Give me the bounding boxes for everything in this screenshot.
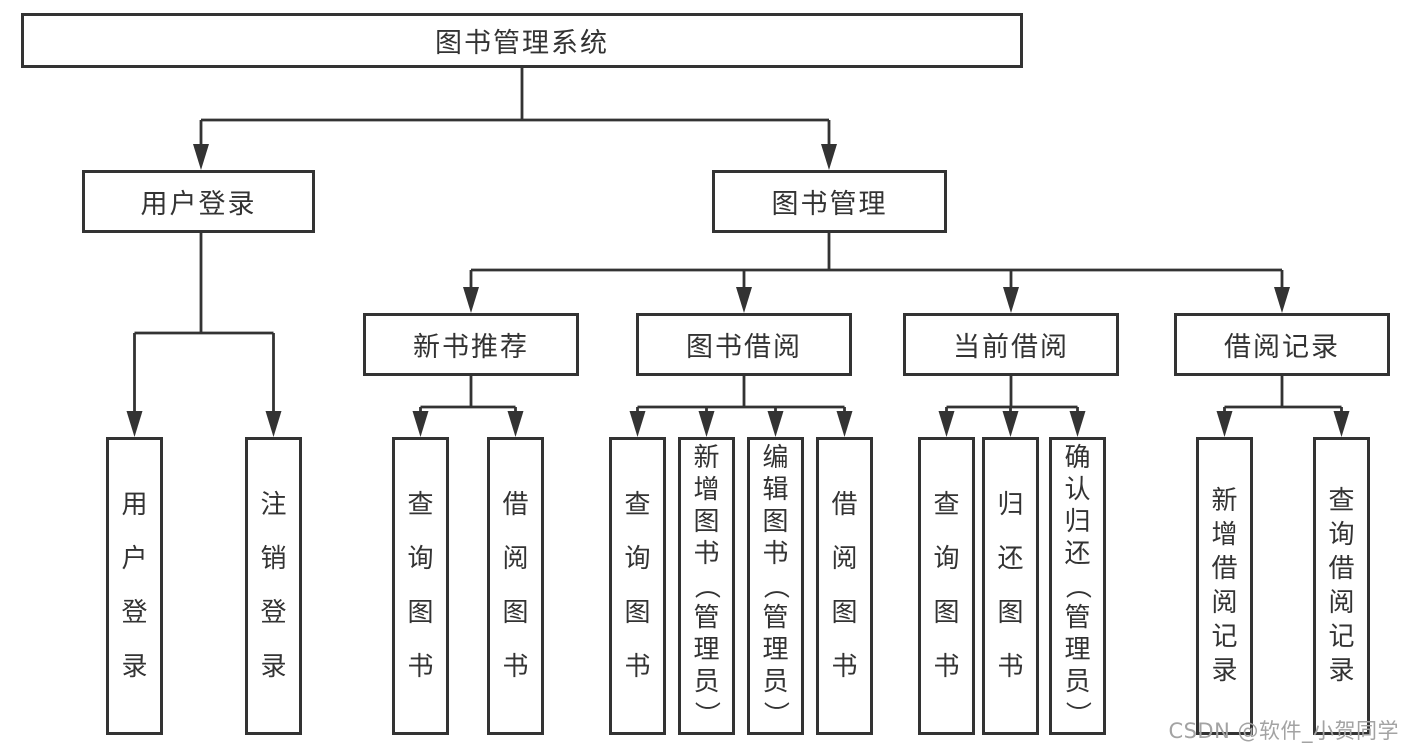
connector-root-to-level2: [193, 68, 837, 170]
connector-new-book-to-leaves: [412, 376, 524, 437]
arrowhead-icon: [836, 411, 853, 437]
connector-user-login-to-leaves: [126, 233, 282, 437]
arrowhead-icon: [767, 411, 784, 437]
node-leaf-query-borrow-record: 查询借阅记录: [1313, 437, 1370, 735]
connector-line: [469, 233, 1284, 289]
node-leaf-query-books-2: 查询图书: [609, 437, 666, 735]
node-label: 查询借阅记录: [1328, 486, 1355, 686]
node-label: 用户登录: [121, 490, 148, 682]
node-leaf-add-book-admin: 新增图书（管理员）: [678, 437, 735, 735]
arrowhead-icon: [629, 411, 646, 437]
node-leaf-query-books-3: 查询图书: [918, 437, 975, 735]
connector-book-management-to-level3: [463, 233, 1290, 313]
node-label: 注销登录: [260, 490, 287, 682]
connector-current-borrow-to-leaves: [938, 376, 1086, 437]
node-label: 归还图书: [997, 490, 1024, 682]
arrowhead-icon: [265, 411, 282, 437]
connector-line: [945, 376, 1079, 413]
node-user-login: 用户登录: [82, 170, 315, 233]
node-leaf-confirm-return-admin: 确认归还（管理员）: [1049, 437, 1106, 735]
connector-book-borrow-to-leaves: [629, 376, 853, 437]
arrowhead-icon: [1216, 411, 1233, 437]
arrowhead-icon: [193, 144, 209, 170]
node-current-borrow: 当前借阅: [903, 313, 1119, 376]
node-leaf-user-login: 用户登录: [106, 437, 163, 735]
arrowhead-icon: [463, 287, 479, 313]
node-leaf-borrow-books-2: 借阅图书: [816, 437, 873, 735]
connector-line: [133, 233, 275, 413]
node-library-management-system: 图书管理系统: [21, 13, 1023, 68]
arrowhead-icon: [507, 411, 524, 437]
node-label: 查询图书: [407, 490, 434, 682]
node-new-book-recommend: 新书推荐: [363, 313, 579, 376]
node-label: 查询图书: [933, 490, 960, 682]
node-label: 借阅图书: [502, 490, 529, 682]
node-label: 确认归还（管理员）: [1062, 443, 1093, 728]
arrowhead-icon: [736, 287, 752, 313]
arrowhead-icon: [938, 411, 955, 437]
node-leaf-logout: 注销登录: [245, 437, 302, 735]
connector-line: [636, 376, 846, 413]
arrowhead-icon: [412, 411, 429, 437]
node-leaf-add-borrow-record: 新增借阅记录: [1196, 437, 1253, 735]
node-label: 借阅图书: [831, 490, 858, 682]
node-label: 编辑图书（管理员）: [760, 443, 791, 728]
node-label: 查询图书: [624, 490, 651, 682]
connector-line: [1223, 376, 1343, 413]
node-label: 新增借阅记录: [1211, 486, 1238, 686]
node-book-borrow: 图书借阅: [636, 313, 852, 376]
connector-borrow-record-to-leaves: [1216, 376, 1350, 437]
node-borrow-record: 借阅记录: [1174, 313, 1390, 376]
arrowhead-icon: [126, 411, 143, 437]
node-label: 新增图书（管理员）: [691, 443, 722, 728]
arrowhead-icon: [821, 144, 837, 170]
watermark: CSDN @软件_小贺同学: [1168, 719, 1399, 743]
arrowhead-icon: [1333, 411, 1350, 437]
node-leaf-borrow-books-1: 借阅图书: [487, 437, 544, 735]
arrowhead-icon: [1002, 411, 1019, 437]
arrowhead-icon: [1003, 287, 1019, 313]
arrowhead-icon: [1274, 287, 1290, 313]
node-leaf-edit-book-admin: 编辑图书（管理员）: [747, 437, 804, 735]
node-leaf-return-book: 归还图书: [982, 437, 1039, 735]
connector-line: [419, 376, 517, 413]
node-leaf-query-books-1: 查询图书: [392, 437, 449, 735]
node-book-management: 图书管理: [712, 170, 947, 233]
arrowhead-icon: [698, 411, 715, 437]
connector-line: [199, 68, 831, 146]
arrowhead-icon: [1069, 411, 1086, 437]
